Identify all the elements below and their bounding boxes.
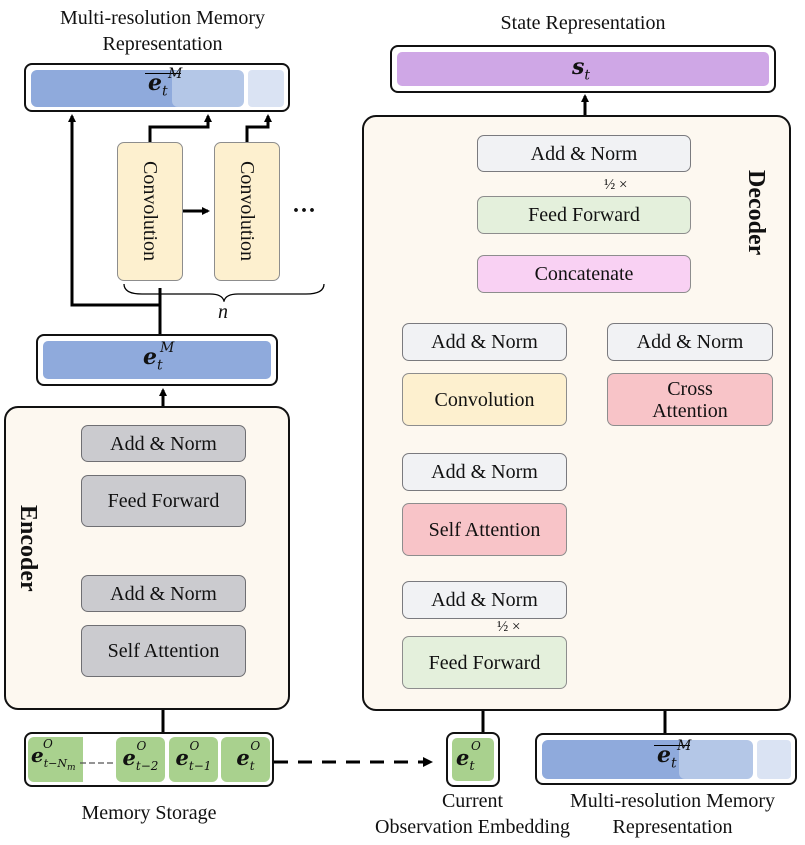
memory-rep-overline	[145, 73, 181, 74]
decoder-cross-attention: Cross Attention	[607, 373, 773, 426]
conv-ellipsis: ···	[292, 198, 317, 224]
state-symbol: st	[572, 54, 590, 83]
memory-embedding-fill	[43, 341, 271, 379]
memory-cell-1-base: e	[31, 743, 44, 768]
memory-embedding-sup: M	[160, 340, 175, 356]
decoder-half-top: ½ ×	[604, 177, 628, 193]
decoder-concatenate: Concatenate	[477, 255, 691, 293]
memory-rep-seg-light	[248, 70, 284, 107]
memory-cell-1-sub2: m	[67, 763, 76, 774]
memory-rep-title-line2: Representation	[102, 33, 223, 55]
decoder-memory-rep-base: e	[657, 742, 671, 768]
decoder-memory-rep-seg-light	[757, 740, 791, 779]
decoder-memory-rep-sup: M	[677, 738, 692, 754]
memory-rep-title-line1: Multi-resolution Memory	[60, 7, 265, 29]
encoder-self-attention: Self Attention	[81, 625, 246, 677]
decoder-add-norm-bottom: Add & Norm	[402, 581, 567, 619]
state-symbol-base: s	[572, 54, 585, 80]
memory-cell-3-base: e	[175, 744, 189, 770]
decoder-add-norm-right: Add & Norm	[607, 323, 773, 361]
memory-cell-3-sub: t−1	[188, 759, 212, 773]
memory-cell-1-sub-main: t−N	[43, 757, 67, 771]
encoder-title: Encoder	[15, 505, 41, 592]
conv-box-1: Convolution	[117, 142, 183, 281]
encoder-feed-forward: Feed Forward	[81, 475, 246, 527]
current-obs-sup: O	[471, 739, 481, 753]
current-obs-base: e	[456, 745, 470, 770]
memory-rep-seg-dark	[31, 70, 194, 107]
decoder-add-norm-left: Add & Norm	[402, 323, 567, 361]
memory-rep-sup: M	[168, 66, 183, 82]
n-label: n	[218, 301, 228, 323]
conv-label-2: Convolution	[236, 161, 258, 262]
state-symbol-sub: t	[584, 67, 591, 84]
state-bar: st	[390, 45, 776, 93]
decoder-memory-rep-label-line2: Representation	[612, 816, 733, 838]
conv-label-1: Convolution	[139, 161, 161, 262]
memory-rep-base: e	[148, 70, 162, 96]
decoder-memory-rep-label: Multi-resolution Memory Representation	[540, 788, 805, 840]
state-title: State Representation	[500, 12, 666, 34]
decoder-title: Decoder	[743, 170, 769, 256]
encoder-add-norm-top: Add & Norm	[81, 425, 246, 462]
memory-rep-seg-mid	[172, 70, 244, 107]
decoder-feed-forward-top: Feed Forward	[477, 196, 691, 234]
memory-cell-1-sub: t−Nm	[43, 757, 76, 774]
current-obs-label: Current Observation Embedding	[350, 788, 595, 840]
decoder-memory-rep-overline	[654, 745, 690, 746]
memory-cell-2-base: e	[122, 744, 136, 770]
decoder-convolution: Convolution	[402, 373, 567, 426]
decoder-memory-rep-label-line1: Multi-resolution Memory	[570, 790, 775, 812]
memory-cell-2-sup: O	[136, 738, 147, 753]
conv-box-2: Convolution	[214, 142, 280, 281]
memory-cell-4-base: e	[236, 744, 250, 770]
memory-cell-4-sup: O	[250, 738, 261, 753]
encoder-add-norm-bottom: Add & Norm	[81, 575, 246, 612]
memory-cell-1-sup: O	[43, 737, 53, 752]
memory-storage-label: Memory Storage	[81, 802, 217, 824]
memory-rep-title: Multi-resolution Memory Representation	[10, 5, 315, 57]
decoder-cross-attention-line1: Cross	[667, 377, 713, 400]
memory-embedding-sub: t	[157, 357, 163, 374]
state-bar-fill	[397, 52, 769, 86]
memory-cell-3-sup: O	[189, 738, 200, 753]
n-brace	[123, 283, 325, 302]
memory-cell-gap-dash	[80, 762, 116, 764]
decoder-add-norm-mid: Add & Norm	[402, 453, 567, 491]
current-obs-sub: t	[469, 759, 475, 775]
decoder-cross-attention-line2: Attention	[652, 399, 728, 422]
current-obs-fill	[452, 738, 494, 781]
decoder-add-norm-top: Add & Norm	[477, 135, 691, 172]
current-obs-label-line2: Observation Embedding	[375, 816, 570, 838]
memory-cell-2-sub: t−2	[135, 759, 159, 773]
decoder-self-attention: Self Attention	[402, 503, 567, 556]
memory-embedding-base: e	[143, 344, 157, 370]
decoder-half-bottom: ½ ×	[497, 619, 521, 635]
decoder-memory-rep-seg-dark	[542, 740, 706, 779]
memory-cell-4-sub: t	[249, 759, 255, 773]
memory-rep-sub: t	[162, 83, 168, 100]
decoder-feed-forward-bottom: Feed Forward	[402, 636, 567, 689]
decoder-memory-rep-seg-mid	[679, 740, 753, 779]
decoder-memory-rep-sub: t	[671, 755, 677, 772]
current-obs-label-line1: Current	[441, 790, 504, 812]
